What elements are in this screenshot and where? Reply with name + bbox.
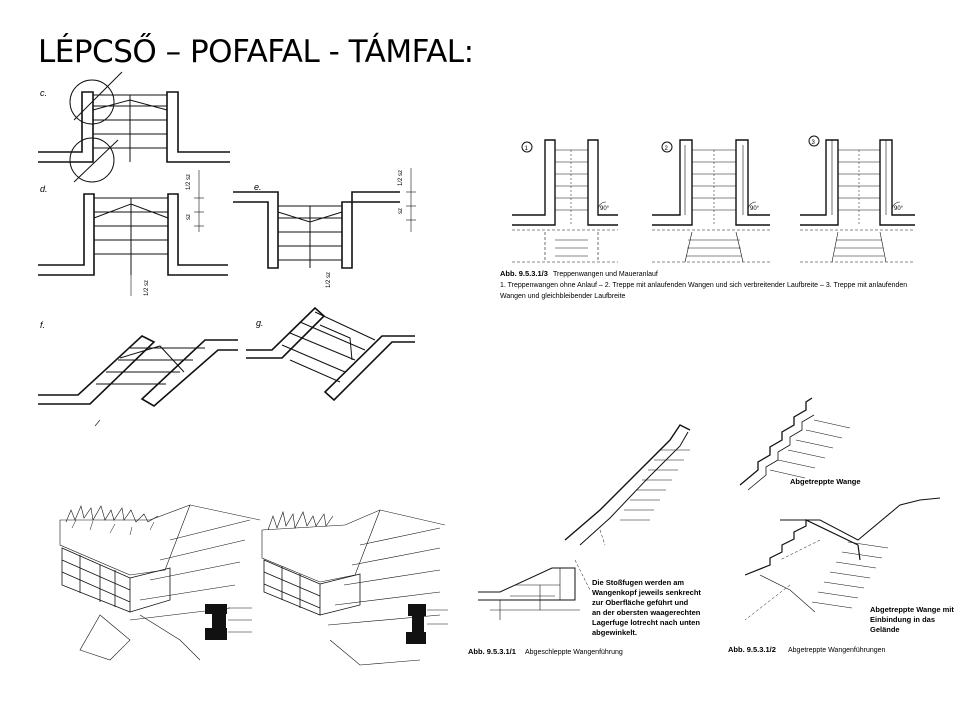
dim-d-1: 1/2 sz bbox=[186, 174, 192, 190]
fig1-note-6: abgewinkelt. bbox=[592, 628, 637, 637]
dim-e-3: 1/2 sz bbox=[326, 272, 332, 288]
plan-label-e: e. bbox=[254, 182, 262, 192]
fig3-marker-3: 3 bbox=[812, 140, 816, 146]
fig-abgetreppte: Abgetreppte Wange Abgetreppte Wange mit … bbox=[728, 397, 954, 654]
fig2-caption-id: Abb. 9.5.3.1/2 bbox=[728, 645, 776, 654]
fig3-angle-3: 90° bbox=[894, 206, 904, 212]
fig1-caption-id: Abb. 9.5.3.1/1 bbox=[468, 647, 516, 656]
fig1-note-2: Wangenkopf jeweils senkrecht bbox=[592, 588, 701, 597]
dim-d-2: sz bbox=[186, 214, 192, 220]
fig1-caption-title: Abgeschleppte Wangenführung bbox=[525, 649, 623, 656]
fig3-angle-2: 90° bbox=[750, 206, 760, 212]
page-title: LÉPCSŐ – POFAFAL - TÁMFAL: bbox=[38, 34, 474, 70]
fig3-caption-line1: 1. Treppenwangen ohne Anlauf – 2. Treppe… bbox=[500, 282, 907, 289]
fig3-caption-title: Treppenwangen und Maueranlauf bbox=[553, 271, 658, 278]
fig3-panel-3: 3 90° bbox=[800, 135, 915, 263]
fig1-note-1: Die Stoßfugen werden am bbox=[592, 578, 684, 587]
fig2-label-bottom-1: Abgetreppte Wange mit bbox=[870, 605, 954, 614]
fig1-note-3: zur Oberfläche geführt und bbox=[592, 598, 689, 607]
fig-abgeschleppte: Die Stoßfugen werden am Wangenkopf jewei… bbox=[468, 424, 701, 656]
fig3-marker-1: 1 bbox=[525, 146, 529, 152]
plan-e: e. 1/2 sz sz 1/2 sz bbox=[233, 168, 416, 288]
fig1-note: Die Stoßfugen werden am Wangenkopf jewei… bbox=[592, 578, 701, 637]
plan-d: d. 1/2 sz sz 1/2 sz bbox=[38, 170, 228, 296]
plan-label-g: g. bbox=[256, 318, 264, 328]
fig2-label-bottom-3: Gelände bbox=[870, 625, 900, 634]
retaining-wall-sketch-2 bbox=[261, 509, 448, 666]
dim-e-1: 1/2 sz bbox=[398, 170, 404, 186]
plan-label-c: c. bbox=[40, 88, 47, 98]
fig-treppenwangen: 1 90° 2 bbox=[500, 135, 915, 300]
plan-label-f: f. bbox=[40, 320, 45, 330]
fig3-marker-2: 2 bbox=[665, 146, 669, 152]
plan-f: f. bbox=[38, 320, 238, 427]
fig2-label-bottom-2: Einbindung in das bbox=[870, 615, 935, 624]
fig3-caption-line2: Wangen und gleichbleibender Laufbreite bbox=[500, 293, 626, 300]
plan-label-d: d. bbox=[40, 184, 48, 194]
retaining-wall-sketch-1 bbox=[59, 504, 261, 661]
dim-d-3: 1/2 sz bbox=[144, 280, 150, 296]
fig1-note-4: an der obersten waagerechten bbox=[592, 608, 701, 617]
plan-c: c. bbox=[38, 71, 230, 183]
fig3-panel-2: 2 90° bbox=[652, 139, 770, 263]
fig3-caption-id: Abb. 9.5.3.1/3 bbox=[500, 269, 548, 278]
fig2-label-top: Abgetreppte Wange bbox=[790, 477, 861, 486]
fig2-caption-title: Abgetreppte Wangenführungen bbox=[788, 647, 886, 654]
plan-g: g. bbox=[246, 306, 415, 402]
fig3-angle-1: 90° bbox=[600, 206, 610, 212]
dim-e-2: sz bbox=[398, 208, 404, 214]
fig1-note-5: Lagerfuge lotrecht nach unten bbox=[592, 618, 700, 627]
fig3-panel-1: 1 90° bbox=[512, 139, 618, 263]
